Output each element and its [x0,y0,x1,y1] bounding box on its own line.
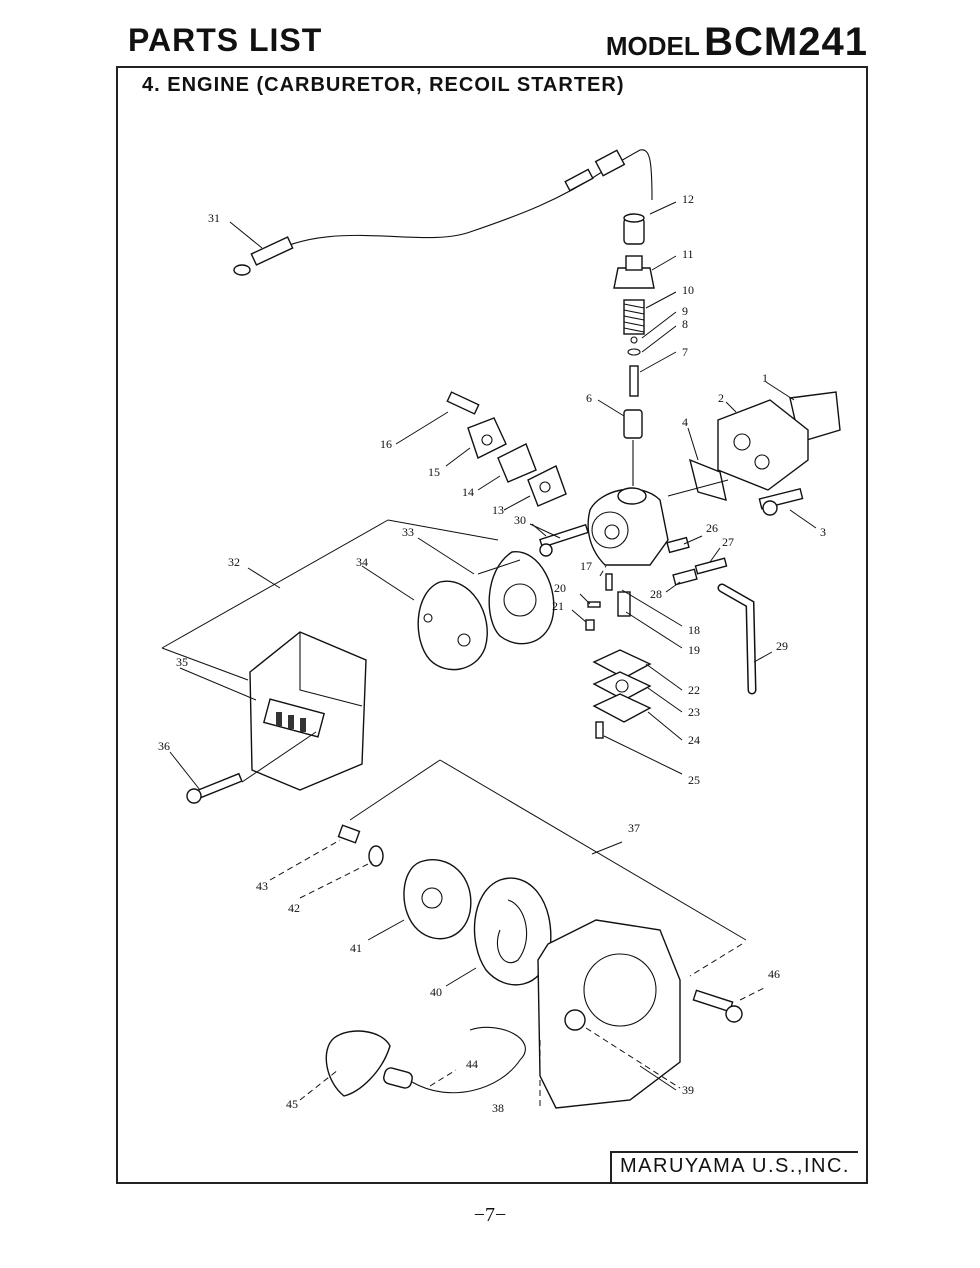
callout-25: 25 [688,773,700,787]
model-label: MODEL BCM241 [606,22,868,62]
callout-24: 24 [688,733,700,747]
callout-12: 12 [682,192,694,206]
callout-15: 15 [428,465,440,479]
callout-3: 3 [820,525,826,539]
callout-18: 18 [688,623,700,637]
callout-28: 28 [650,587,662,601]
callout-30: 30 [514,513,526,527]
callout-8: 8 [682,317,688,331]
fuel-tube [717,583,757,695]
assembly-lines [269,565,765,1110]
callout-4: 4 [682,415,688,429]
header-title: PARTS LIST [128,22,323,58]
page-number: −7− [473,1204,507,1226]
callout-36: 36 [158,739,170,753]
callout-46: 46 [768,967,780,981]
small-fasteners [539,523,728,631]
callout-23: 23 [688,705,700,719]
model-prefix: MODEL [605,31,700,61]
pump-cover-parts [446,391,567,507]
callout-32: 32 [228,555,240,569]
callout-44: 44 [466,1057,478,1071]
callout-11: 11 [682,247,694,261]
recoil-starter [325,824,743,1109]
callout-20: 20 [554,581,566,595]
callout-19: 19 [688,643,700,657]
callout-38: 38 [492,1101,504,1115]
callout-37: 37 [628,821,640,835]
callout-9: 9 [682,304,688,318]
callout-35: 35 [176,655,188,669]
callout-labels: 1 2 3 4 6 7 8 9 10 11 12 13 14 15 16 17 … [158,192,826,1115]
callout-14: 14 [462,485,474,499]
callout-6: 6 [586,391,592,405]
callout-16: 16 [380,437,392,451]
callout-26: 26 [706,521,718,535]
insulator-and-gaskets [688,391,841,516]
leader-lines [161,201,817,1091]
callout-33: 33 [402,525,414,539]
callout-17: 17 [580,559,592,573]
callout-2: 2 [718,391,724,405]
section-title: 4. ENGINE (CARBURETOR, RECOIL STARTER) [142,74,625,96]
callout-42: 42 [288,901,300,915]
callout-22: 22 [688,683,700,697]
callout-43: 43 [256,879,268,893]
callout-39: 39 [682,1083,694,1097]
diagram-frame: 4. ENGINE (CARBURETOR, RECOIL STARTER) M… [116,66,868,1184]
carburetor-top-parts [613,213,655,486]
callout-27: 27 [722,535,734,549]
footer-brand: MARUYAMA U.S.,INC. [610,1151,858,1182]
diaphragm-stack [592,649,652,739]
callout-31: 31 [208,211,220,225]
throttle-cable [233,149,653,276]
carburetor-body [587,487,669,566]
callout-40: 40 [430,985,442,999]
callout-45: 45 [286,1097,298,1111]
callout-13: 13 [492,503,504,517]
callout-10: 10 [682,283,694,297]
callout-7: 7 [682,345,688,359]
callout-34: 34 [356,555,368,569]
model-number: BCM241 [704,20,868,64]
callout-21: 21 [552,599,564,613]
callout-29: 29 [776,639,788,653]
callout-1: 1 [762,371,768,385]
air-cleaner [186,551,555,804]
callout-41: 41 [350,941,362,955]
